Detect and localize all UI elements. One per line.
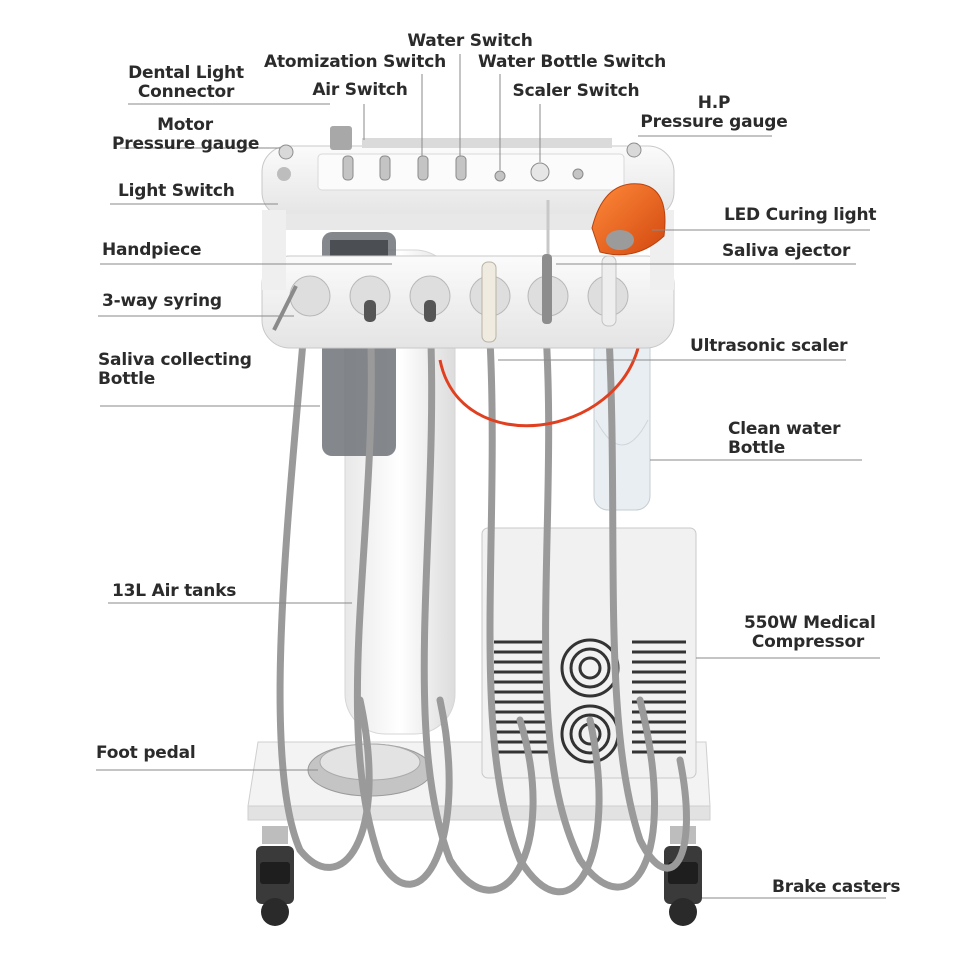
hoses <box>276 314 690 896</box>
compressor <box>481 527 697 779</box>
hp-pressure-gauge-icon <box>626 142 642 158</box>
label-scaler-switch: Scaler Switch <box>512 81 640 101</box>
leader-lines <box>96 54 886 899</box>
motor-pressure-gauge-icon <box>278 144 294 160</box>
clean-water-bottle <box>593 329 651 511</box>
label-led-curing-light: LED Curing light <box>724 205 877 225</box>
label-foot-pedal: Foot pedal <box>96 743 196 763</box>
caster-left <box>256 826 294 926</box>
label-air-switch: Air Switch <box>312 80 408 100</box>
label-atomization-switch: Atomization Switch <box>264 52 447 72</box>
label-three-way-syringe: 3-way syring <box>102 291 222 311</box>
label-water-bottle-switch: Water Bottle Switch <box>478 52 667 72</box>
label-ultrasonic-scaler: Ultrasonic scaler <box>690 336 848 356</box>
label-dental-light-connector: Dental Light Connector <box>128 63 244 102</box>
label-hp-pressure-gauge: H.P Pressure gauge <box>640 93 788 132</box>
light-switch-icon <box>277 167 291 181</box>
red-hose <box>438 339 642 428</box>
label-water-switch: Water Switch <box>407 31 533 51</box>
led-curing-light <box>591 183 666 256</box>
label-air-tanks: 13L Air tanks <box>112 581 237 601</box>
label-clean-water-bottle: Clean water Bottle <box>728 419 841 458</box>
switch-row <box>342 155 584 182</box>
label-saliva-collecting-bottle: Saliva collecting Bottle <box>98 350 252 389</box>
label-light-switch: Light Switch <box>118 181 235 201</box>
instruments <box>272 200 617 343</box>
label-medical-compressor: 550W Medical Compressor <box>744 613 876 652</box>
label-brake-casters: Brake casters <box>772 877 901 897</box>
label-motor-pressure-gauge: Motor Pressure gauge <box>112 115 260 154</box>
label-saliva-ejector: Saliva ejector <box>722 241 851 261</box>
label-handpiece: Handpiece <box>102 240 202 260</box>
